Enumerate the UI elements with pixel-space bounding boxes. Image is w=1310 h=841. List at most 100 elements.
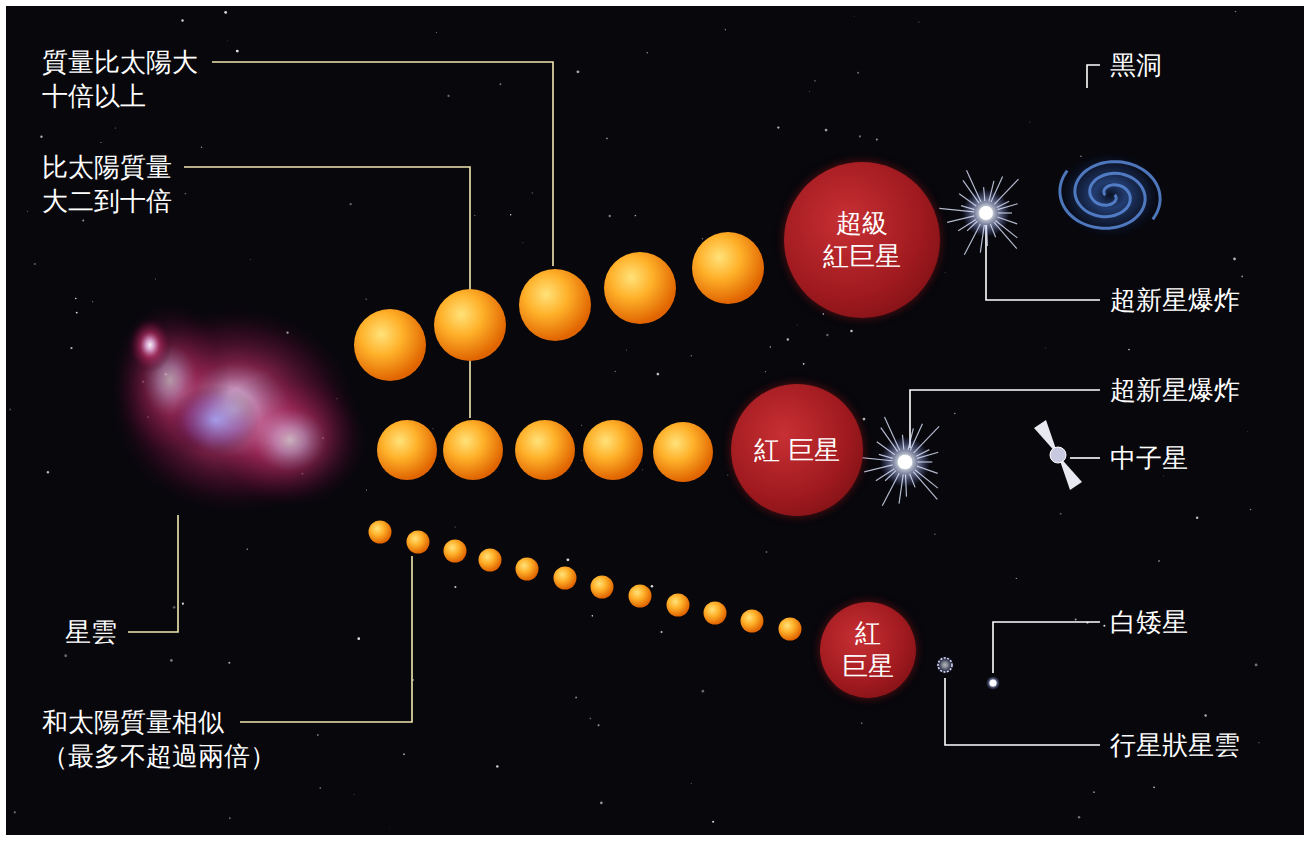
background-star bbox=[918, 21, 919, 22]
background-star bbox=[474, 215, 475, 216]
neutron-core bbox=[1050, 447, 1066, 463]
background-star bbox=[796, 324, 798, 326]
star-sphere bbox=[779, 618, 802, 641]
spiral-arm bbox=[1075, 162, 1160, 220]
background-star bbox=[863, 418, 866, 421]
background-star bbox=[770, 346, 771, 347]
burst-ray bbox=[997, 217, 1017, 224]
star-sphere bbox=[704, 602, 727, 625]
white-dwarf bbox=[986, 676, 1000, 690]
background-star bbox=[1103, 625, 1105, 627]
leader-line bbox=[240, 556, 412, 722]
burst-ray bbox=[964, 224, 980, 255]
background-star bbox=[353, 793, 355, 795]
background-star bbox=[229, 817, 231, 819]
background-star bbox=[1044, 347, 1046, 349]
background-star bbox=[349, 203, 351, 205]
background-star bbox=[1233, 258, 1236, 261]
background-star bbox=[576, 70, 579, 73]
burst-ray bbox=[994, 222, 1017, 248]
background-star bbox=[691, 355, 692, 356]
background-star bbox=[861, 722, 862, 723]
background-star bbox=[64, 654, 67, 657]
background-star bbox=[185, 193, 187, 195]
star-sphere bbox=[692, 232, 764, 304]
burst-ray bbox=[902, 435, 903, 450]
background-star bbox=[82, 220, 84, 222]
leader-line bbox=[184, 167, 470, 418]
stage-label: 中子星 bbox=[1110, 441, 1270, 475]
background-star bbox=[357, 637, 360, 640]
background-star bbox=[1255, 664, 1258, 667]
mass-label: 質量比太陽大 十倍以上 bbox=[42, 45, 242, 113]
background-star bbox=[236, 50, 239, 53]
background-star bbox=[712, 821, 714, 823]
node-label: 紅 巨星 bbox=[832, 617, 904, 683]
background-star bbox=[1016, 578, 1017, 579]
burst-core bbox=[979, 206, 993, 220]
background-star bbox=[1204, 714, 1206, 716]
burst-ray bbox=[879, 454, 893, 458]
background-star bbox=[823, 313, 824, 314]
star-sphere bbox=[554, 567, 577, 590]
background-star bbox=[531, 192, 533, 194]
star-sphere bbox=[516, 558, 539, 581]
red-giant-circle: 超級 紅巨星 bbox=[784, 162, 940, 318]
background-star bbox=[651, 585, 654, 588]
background-star bbox=[857, 72, 859, 74]
nebula-core bbox=[170, 385, 260, 455]
background-star bbox=[1029, 121, 1030, 122]
background-star bbox=[1153, 787, 1155, 789]
background-star bbox=[70, 347, 72, 349]
background-star bbox=[9, 409, 11, 411]
supernova-burst bbox=[856, 417, 939, 506]
background-star bbox=[1075, 618, 1077, 620]
nebula-wisp bbox=[128, 317, 172, 373]
burst-ray bbox=[884, 417, 899, 450]
star-sphere bbox=[434, 289, 506, 361]
burst-core bbox=[898, 455, 913, 470]
burst-ray bbox=[899, 474, 903, 503]
background-star bbox=[455, 526, 456, 527]
leader-line bbox=[993, 622, 1100, 673]
background-star bbox=[702, 690, 705, 693]
background-star bbox=[575, 697, 577, 699]
star-sphere bbox=[741, 610, 764, 633]
leader-line bbox=[986, 225, 1100, 300]
star-sphere bbox=[407, 531, 430, 554]
background-star bbox=[657, 373, 660, 376]
background-star bbox=[566, 558, 569, 561]
star-sphere bbox=[515, 420, 575, 480]
background-star bbox=[934, 533, 935, 534]
leader-line bbox=[945, 678, 1100, 745]
background-star bbox=[447, 95, 449, 97]
background-star bbox=[432, 428, 434, 430]
background-star bbox=[635, 215, 637, 217]
background-star bbox=[1241, 276, 1243, 278]
background bbox=[6, 6, 1304, 835]
burst-ray bbox=[994, 179, 1018, 204]
burst-ray bbox=[986, 225, 988, 246]
background-star bbox=[227, 40, 229, 42]
stage-label: 星雲 bbox=[65, 615, 165, 649]
background-star bbox=[1060, 513, 1062, 515]
burst-ray bbox=[864, 465, 893, 472]
background-star bbox=[27, 211, 28, 212]
burst-ray bbox=[967, 221, 977, 231]
white-dwarf-core bbox=[990, 680, 997, 687]
leader-line bbox=[128, 515, 178, 632]
star-sphere bbox=[444, 540, 467, 563]
stage-label: 白矮星 bbox=[1110, 605, 1270, 639]
background-star bbox=[1078, 816, 1080, 818]
background-star bbox=[787, 338, 789, 340]
background-star bbox=[92, 301, 93, 302]
burst-ray bbox=[984, 187, 985, 201]
burst-ray bbox=[939, 208, 974, 211]
background-star bbox=[320, 787, 321, 788]
burst-ray bbox=[914, 426, 939, 453]
burst-ray bbox=[998, 204, 1018, 210]
background-star bbox=[825, 129, 828, 132]
background-star bbox=[115, 127, 116, 128]
burst-ray bbox=[876, 469, 895, 481]
star-sphere bbox=[629, 585, 652, 608]
